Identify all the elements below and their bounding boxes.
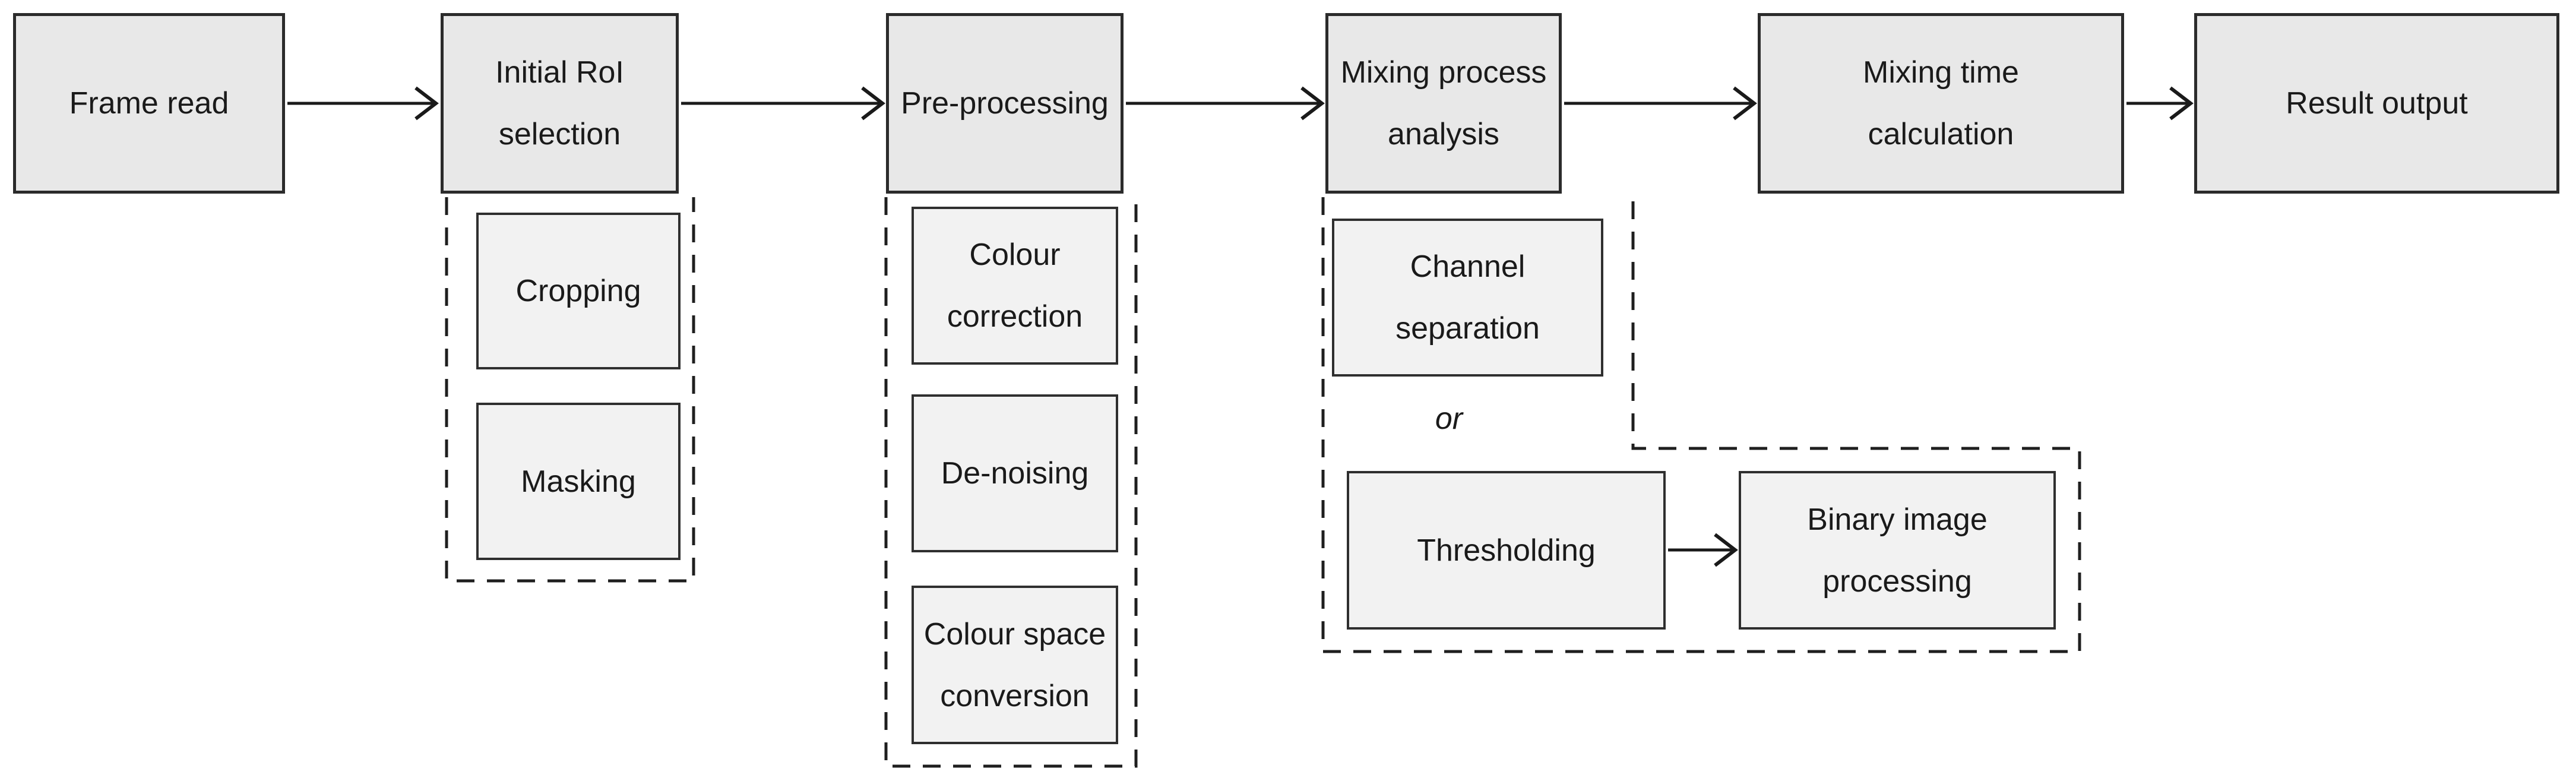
sub-box-thresholding: Thresholding	[1347, 471, 1666, 630]
flow-box-label: Pre-processing	[901, 86, 1109, 121]
sub-box-colour-correction: Colour correction	[912, 207, 1118, 365]
sub-box-label: Cropping	[515, 274, 641, 308]
flow-box-label: Result output	[2286, 86, 2468, 121]
sub-box-masking: Masking	[476, 403, 681, 560]
preprocessing-group-outline	[884, 197, 1138, 768]
flow-box-mixing-time-calculation: Mixing time calculation	[1758, 13, 2124, 194]
flow-box-frame-read: Frame read	[13, 13, 285, 194]
arrow-icon	[2126, 86, 2194, 121]
flow-box-initial-roi-selection: Initial RoI selection	[441, 13, 679, 194]
sub-box-de-noising: De-noising	[912, 394, 1118, 552]
sub-box-label: Colour space conversion	[923, 616, 1106, 713]
arrow-icon	[287, 86, 439, 121]
sub-box-colour-space-conversion: Colour space conversion	[912, 586, 1118, 744]
arrow-icon	[1668, 533, 1738, 567]
arrow-icon	[681, 86, 885, 121]
flow-box-label: Initial RoI selection	[495, 55, 624, 151]
roi-group-outline	[445, 197, 695, 583]
sub-box-binary-image-processing: Binary image processing	[1739, 471, 2056, 630]
sub-box-cropping: Cropping	[476, 213, 681, 369]
arrow-icon	[1564, 86, 1757, 121]
sub-box-label: Masking	[521, 464, 636, 499]
sub-box-label: Channel separation	[1395, 249, 1540, 346]
sub-box-label: De-noising	[941, 456, 1089, 491]
flow-box-mixing-process-analysis: Mixing process analysis	[1325, 13, 1562, 194]
flow-box-label: Frame read	[69, 86, 229, 121]
flow-box-label: Mixing process analysis	[1340, 55, 1547, 151]
flow-box-result-output: Result output	[2194, 13, 2559, 194]
or-label: or	[1435, 401, 1463, 436]
flow-box-pre-processing: Pre-processing	[886, 13, 1124, 194]
flow-box-label: Mixing time calculation	[1863, 55, 2019, 151]
sub-box-label: Binary image processing	[1807, 502, 1988, 599]
sub-box-label: Thresholding	[1417, 533, 1596, 568]
mixing-group-outline	[1321, 197, 2081, 653]
sub-box-channel-separation: Channel separation	[1332, 219, 1603, 377]
sub-box-label: Colour correction	[947, 238, 1083, 334]
arrow-icon	[1126, 86, 1325, 121]
